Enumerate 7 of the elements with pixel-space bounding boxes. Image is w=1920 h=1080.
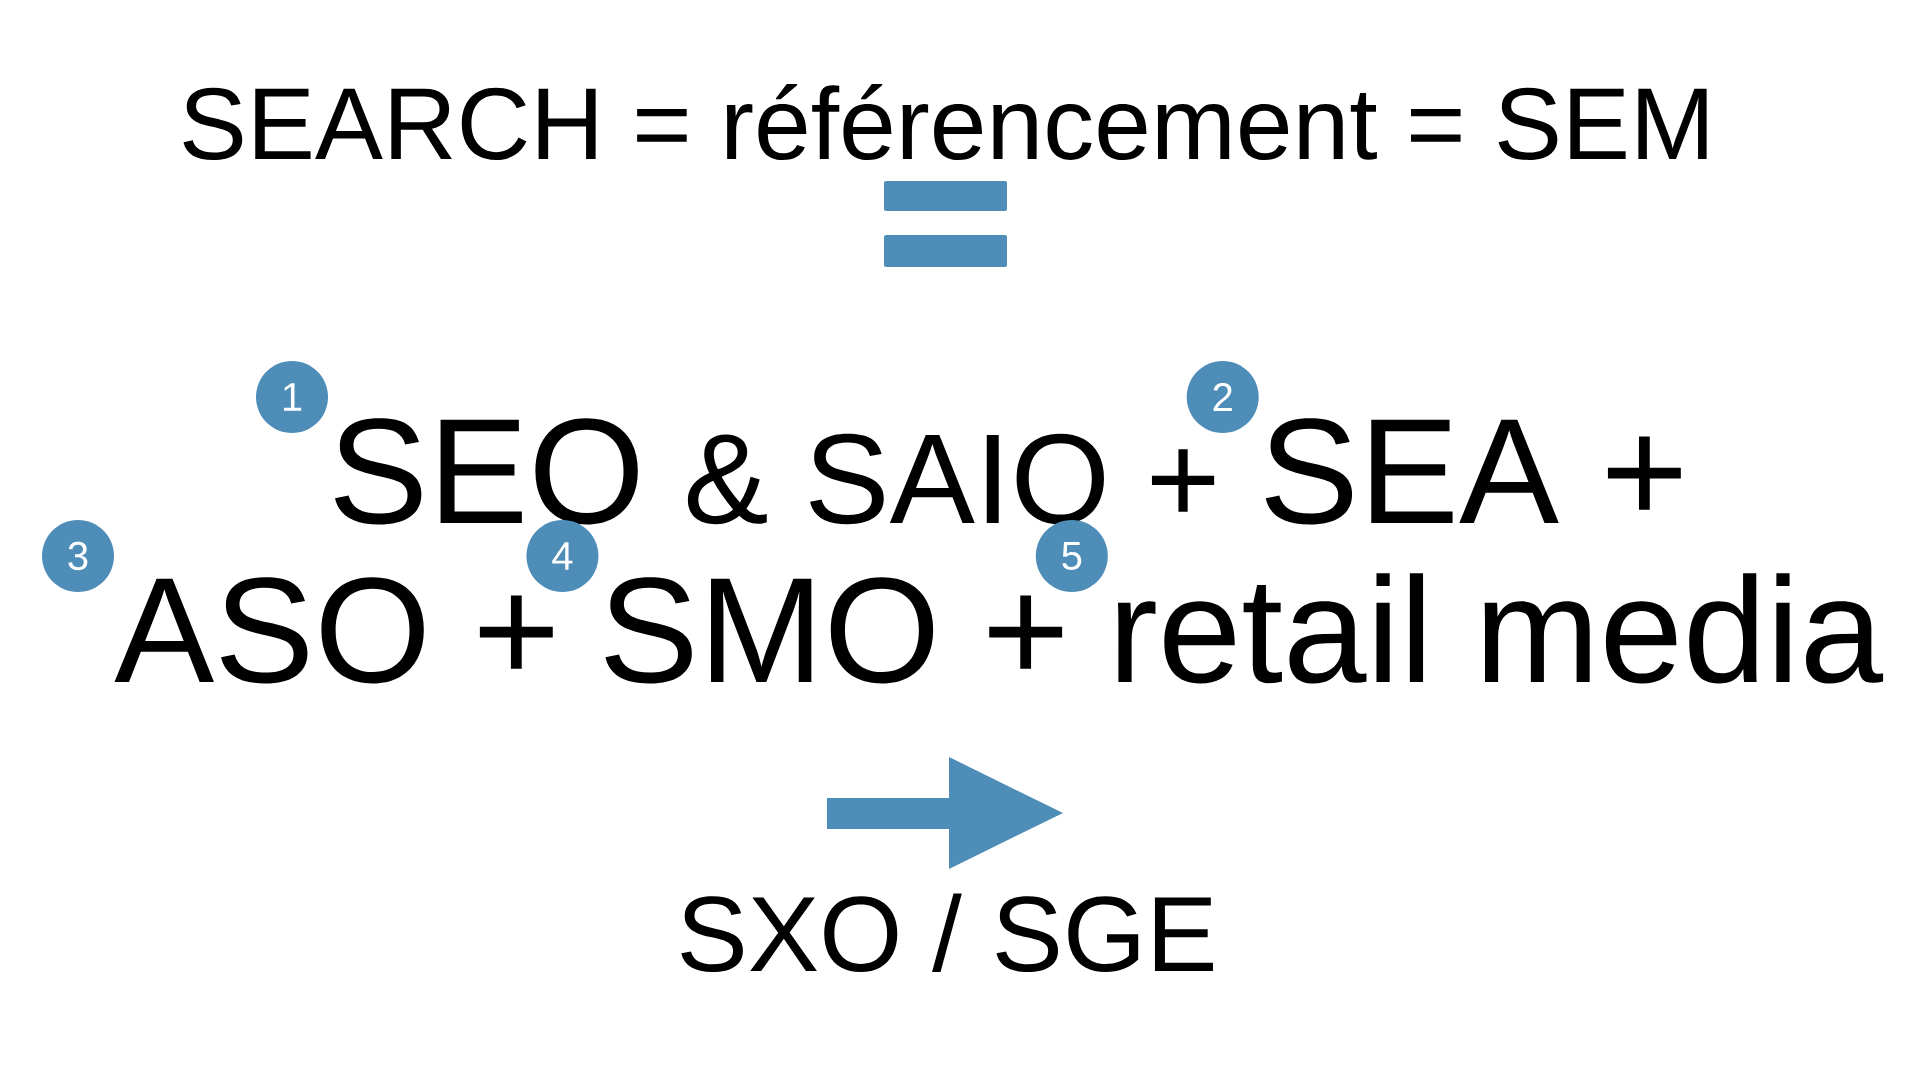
formula-text: retail media xyxy=(1117,573,1884,684)
callout-number: 1 xyxy=(256,361,328,433)
result-text: SXO / SGE xyxy=(681,893,1213,973)
formula-text: SEA + xyxy=(1265,418,1681,525)
callout-number: 3 xyxy=(42,520,114,592)
callout-number: 2 xyxy=(1186,361,1259,433)
title: SEARCH = référencement = SEM xyxy=(183,83,1707,160)
